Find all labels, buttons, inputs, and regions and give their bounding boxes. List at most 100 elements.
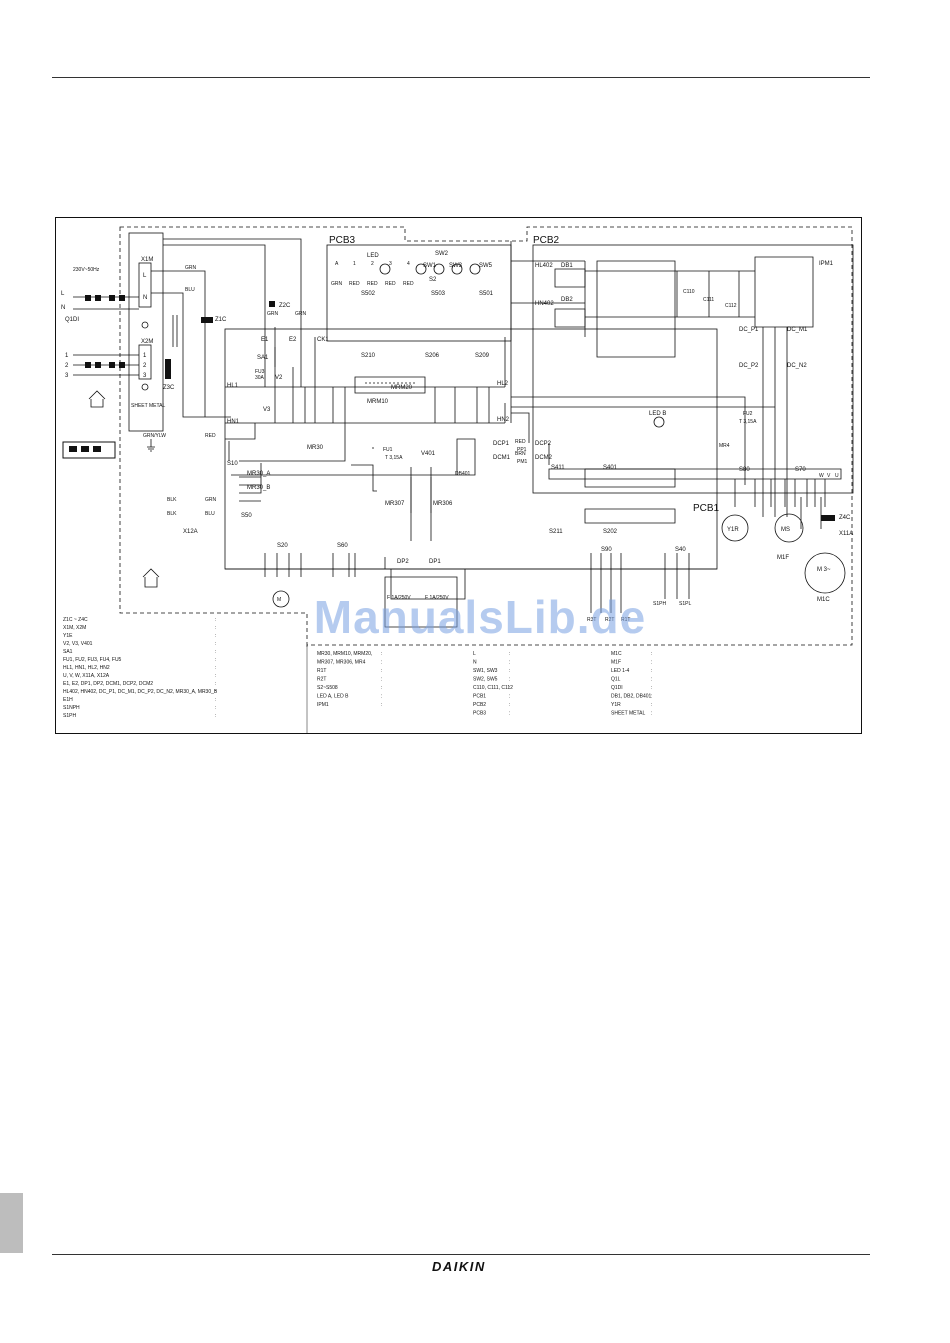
- pm1-label: PM1: [517, 459, 528, 465]
- legend-colon: :: [215, 625, 216, 631]
- s90-label: S90: [601, 547, 612, 553]
- x11a-label: X11A: [839, 531, 853, 537]
- pp1-label: PP1: [517, 447, 527, 453]
- legend-col4-item: LED 1-4: [611, 668, 630, 674]
- legend-col4-item: Q1L: [611, 677, 621, 683]
- s20-label: S20: [277, 543, 288, 549]
- wire-grn-2: GRN: [267, 311, 279, 317]
- legend-colon: :: [651, 677, 652, 683]
- x1m-n: N: [143, 295, 147, 301]
- c111-label: C111: [703, 297, 714, 303]
- pcb3-led-2: 2: [371, 261, 374, 267]
- wire-grn-3: GRN: [295, 311, 307, 317]
- s80-label: S80: [739, 467, 750, 473]
- db401-label: DB401: [455, 471, 471, 477]
- legend-col3: L:N:SW1, SW3:SW2, SW5:C110, C111, C112:P…: [473, 651, 513, 717]
- pcb3-label: PCB3: [329, 235, 356, 246]
- legend-col1-item: Z1C ~ Z4C: [63, 617, 88, 623]
- m1f-label: M1F: [777, 555, 789, 561]
- fu1-rating: T 3,15A: [385, 455, 403, 461]
- legend-col1-item: FU1, FU2, FU3, FU4, FU5: [63, 657, 122, 663]
- legend-colon: :: [509, 651, 510, 657]
- s502-label: S502: [361, 291, 376, 297]
- legend-col1-item: HL402, HN402, DC_P1, DC_M1, DC_P2, DC_N2…: [63, 689, 218, 695]
- mr30-label: MR30: [307, 445, 324, 451]
- hn2-label: HN2: [497, 417, 510, 423]
- pcb3-led-label: LED: [367, 253, 379, 259]
- legend-col1-item: S1PH: [63, 713, 76, 719]
- pcb3-led-3: 3: [389, 261, 392, 267]
- legend-col1: Z1C ~ Z4C:X1M, X2M:Y1E:V2, V3, V401:SA1:…: [63, 617, 218, 719]
- e1-label: E1: [261, 337, 269, 343]
- hl1-label: HL1: [227, 383, 239, 389]
- pcb1-label: PCB1: [693, 503, 720, 514]
- fu2-rating: T 3,15A: [739, 419, 757, 425]
- legend-col4-item: Y1R: [611, 702, 621, 708]
- pcb3-led-color-2: RED: [367, 281, 378, 287]
- db1-label: DB1: [561, 263, 573, 269]
- s10-label: S10: [227, 461, 238, 467]
- ipm1-label: IPM1: [819, 261, 834, 267]
- footer-rule: [52, 1254, 870, 1255]
- legend-colon: :: [215, 689, 216, 695]
- legend-colon: :: [651, 685, 652, 691]
- v401-label: V401: [421, 451, 436, 457]
- wire-grn-1: GRN: [185, 265, 197, 271]
- legend-colon: :: [651, 711, 652, 717]
- legend-col3-item: N: [473, 660, 477, 666]
- legend-colon: :: [509, 702, 510, 708]
- legend-colon: :: [651, 651, 652, 657]
- legend-colon: :: [381, 660, 382, 666]
- legend-colon: :: [381, 677, 382, 683]
- dc-m1-label: DC_M1: [787, 327, 808, 333]
- legend-colon: :: [215, 617, 216, 623]
- dc-p1-label: DC_P1: [739, 327, 759, 333]
- fu5-label: F 1A/250V: [425, 595, 449, 601]
- y1r-label: Y1R: [727, 527, 739, 533]
- legend-col3-item: PCB3: [473, 711, 486, 717]
- legend-col1-item: X1M, X2M: [63, 625, 86, 631]
- dcp1-label: DCP1: [493, 441, 510, 447]
- fu2-label: FU2: [743, 411, 753, 417]
- wire-blu-1: BLU: [185, 287, 195, 293]
- c110-label: C110: [683, 289, 695, 295]
- legend-col2-item: IPM1: [317, 702, 329, 708]
- legend-colon: :: [509, 685, 510, 691]
- watermark: ManualsLib.de: [313, 591, 647, 643]
- daikin-logo: DAIKIN: [432, 1259, 486, 1274]
- pcb3-led-color-4: RED: [403, 281, 414, 287]
- legend-colon: :: [381, 651, 382, 657]
- supply-n: N: [61, 305, 65, 311]
- dc-n2-label: DC_N2: [787, 363, 807, 369]
- supply-voltage: 230V~50Hz: [73, 267, 100, 273]
- e2-label: E2: [289, 337, 297, 343]
- dcm2-label: DCM2: [535, 455, 553, 461]
- dcm1-label: DCM1: [493, 455, 511, 461]
- legend-colon: :: [215, 665, 216, 671]
- legend-colon: :: [381, 702, 382, 708]
- x2m-1: 1: [143, 353, 147, 359]
- fu3-rating: 30A: [255, 375, 265, 381]
- legend-colon: :: [381, 694, 382, 700]
- dcp2-label: DCP2: [535, 441, 552, 447]
- mrm20-label: MRM20: [391, 385, 413, 391]
- pcb3-led-color-0: GRN: [331, 281, 343, 287]
- uvw-v: V: [827, 473, 831, 479]
- legend-col2-item: S2~S508: [317, 685, 338, 691]
- legend-col1-item: V2, V3, V401: [63, 641, 93, 647]
- r1t-label: R1T: [621, 617, 630, 623]
- legend-col2: MR30, MRM10, MRM20,:MR307, MR306, MR4:R1…: [317, 651, 382, 708]
- sw1-label: SW1: [423, 263, 437, 269]
- hl2-label: HL2: [497, 381, 509, 387]
- pcb3-led-a: A: [335, 261, 339, 267]
- sw5-label: SW5: [479, 263, 493, 269]
- hn1-label: HN1: [227, 419, 240, 425]
- dc-p2-label: DC_P2: [739, 363, 759, 369]
- legend-col2-item: LED A, LED B: [317, 694, 349, 700]
- x12a-label: X12A: [183, 529, 198, 535]
- legend-colon: :: [381, 668, 382, 674]
- legend-colon: :: [215, 649, 216, 655]
- wire-blk-1: BLK: [167, 497, 177, 503]
- legend-col1-item: HL1, HN1, HL2, HN2: [63, 665, 110, 671]
- supply-2: 2: [65, 363, 69, 369]
